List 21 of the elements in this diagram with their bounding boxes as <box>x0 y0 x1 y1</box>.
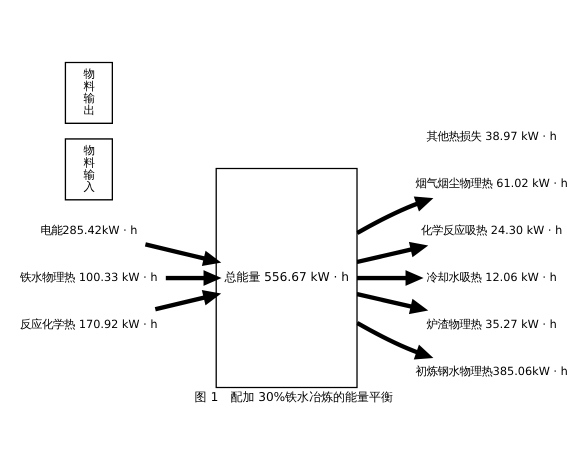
arrow <box>356 320 434 359</box>
label: 其他热损失 38.97 kW · h <box>426 130 557 143</box>
arrow <box>154 290 222 311</box>
arrow <box>357 270 424 286</box>
node-text: 炉渣物理热 35.27 kW · h <box>426 317 557 330</box>
node-text: 初炼钢水物理热385.06kW · h <box>416 364 568 378</box>
arrow <box>166 270 222 286</box>
arrow <box>356 292 428 314</box>
node-box: 物料输入 <box>64 138 113 200</box>
node-box: 总能量 556.67 kW · h <box>216 167 358 388</box>
node-box: 物料输出 <box>64 61 113 124</box>
node-text: 冷却水吸热 12.06 kW · h <box>426 270 557 284</box>
arrow <box>356 196 434 234</box>
arrow <box>356 241 428 264</box>
node-text: 反应化学热 170.92 kW · h <box>20 317 158 330</box>
node-text: 铁水物理热 100.33 kW · h <box>20 270 158 284</box>
caption: 图 1 配加 30%铁水冶炼的能量平衡 <box>194 389 394 404</box>
node-text: 电能285.42kW · h <box>40 224 138 237</box>
node-text: 化学反应吸热 24.30 kW · h <box>421 224 562 237</box>
arrow <box>144 242 222 266</box>
node-text: 烟气烟尘物理热 61.02 kW · h <box>416 176 568 190</box>
